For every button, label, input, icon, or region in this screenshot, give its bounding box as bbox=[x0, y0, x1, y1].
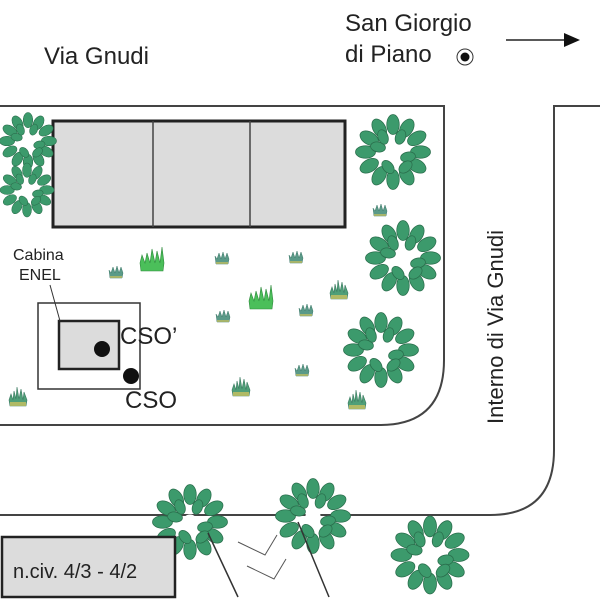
tree-icon bbox=[390, 515, 470, 595]
road-edge-right-street bbox=[0, 105, 600, 516]
cso-point[interactable] bbox=[123, 368, 139, 384]
grass-icon bbox=[108, 265, 124, 279]
grass-icon bbox=[288, 250, 304, 264]
enel-cabin bbox=[37, 284, 141, 390]
house-number-box bbox=[0, 535, 177, 599]
grass-icon bbox=[347, 389, 367, 410]
direction-label-line2: di Piano bbox=[345, 41, 432, 68]
grass-icon bbox=[231, 376, 251, 397]
tree-icon bbox=[364, 219, 442, 297]
target-circle-icon bbox=[456, 48, 474, 66]
tree-icon bbox=[0, 112, 57, 170]
grass-icon bbox=[139, 246, 165, 272]
grass-icon bbox=[298, 303, 314, 317]
cso-label: CSO bbox=[125, 387, 177, 414]
grass-icon bbox=[215, 309, 231, 323]
grass-icon bbox=[372, 203, 388, 217]
arrow-right-icon bbox=[506, 33, 580, 47]
street-label-interno: Interno di Via Gnudi bbox=[483, 230, 508, 424]
gate-marks bbox=[207, 521, 330, 598]
cabin-label-line1: Cabina bbox=[13, 247, 64, 264]
grass-icon bbox=[294, 363, 310, 377]
road-edge-lot-boundary bbox=[0, 105, 445, 426]
tree-icon bbox=[342, 311, 420, 389]
direction-label-line1: San Giorgio bbox=[345, 10, 472, 37]
tree-icon bbox=[274, 477, 352, 555]
street-label-via-gnudi: Via Gnudi bbox=[44, 43, 149, 70]
tree-icon bbox=[0, 162, 55, 218]
grass-icon bbox=[329, 279, 349, 300]
cso-prime-label: CSO’ bbox=[120, 323, 177, 350]
cabin-label-line2: ENEL bbox=[19, 267, 61, 284]
tree-icon bbox=[354, 113, 432, 191]
cso-prime-point[interactable] bbox=[94, 341, 110, 357]
grass-icon bbox=[214, 251, 230, 265]
house-number-label: n.civ. 4/3 - 4/2 bbox=[13, 561, 137, 583]
grass-icon bbox=[8, 386, 28, 407]
grass-icon bbox=[248, 284, 274, 310]
building-block bbox=[51, 119, 347, 229]
